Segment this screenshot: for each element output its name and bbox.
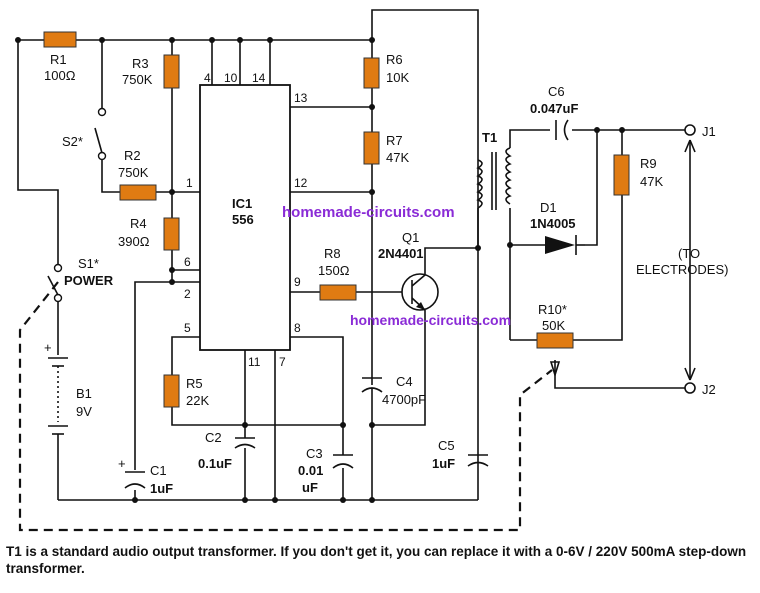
b1-value: 9V [76,404,92,419]
c4-value: 4700pF [382,392,426,407]
d1-label: D1 [540,200,557,215]
pin-12: 12 [294,176,308,190]
r8-label: R8 [324,246,341,261]
c6-label: C6 [548,84,565,99]
battery-plus: + [44,340,52,355]
r2-value: 750K [118,165,149,180]
r10-potentiometer [536,332,574,349]
pin-13: 13 [294,91,308,105]
c2-value: 0.1uF [198,456,232,471]
r10-value: 50K [542,318,565,333]
q1-label: Q1 [402,230,419,245]
pin-7: 7 [279,355,286,369]
s2-label: S2* [62,134,83,149]
ic1-label: IC1 [232,196,252,211]
watermark-bottom: homemade-circuits.com [350,312,511,328]
r4-resistor [163,217,180,251]
c3-value-a: 0.01 [298,463,323,478]
c5-label: C5 [438,438,455,453]
footnote-text: T1 is a standard audio output transforme… [6,544,747,576]
d1-type: 1N4005 [530,216,576,231]
r3-value: 750K [122,72,153,87]
r9-value: 47K [640,174,663,189]
c1-capacitor [124,471,146,489]
j2-terminal [684,382,696,394]
electrodes-label-line2: ELECTRODES) [636,262,728,277]
r5-label: R5 [186,376,203,391]
t1-transformer [476,147,512,248]
s1-description: POWER [64,273,114,288]
s2-switch [94,107,107,161]
c2-label: C2 [205,430,222,445]
junction-dots [15,37,625,503]
c6-capacitor [555,119,569,141]
r3-label: R3 [132,56,149,71]
r10-label: R10* [538,302,567,317]
r7-value: 47K [386,150,409,165]
pin-11: 11 [248,355,261,369]
b1-label: B1 [76,386,92,401]
r6-resistor [363,57,380,89]
r4-label: R4 [130,216,147,231]
watermark-top: homemade-circuits.com [282,204,455,221]
r5-resistor [163,374,180,408]
r5-value: 22K [186,393,209,408]
r8-resistor [319,284,357,301]
pin-9: 9 [294,275,301,289]
pin-1: 1 [186,176,193,190]
r1-resistor [43,31,77,48]
c4-capacitor [361,377,383,400]
j2-label: J2 [702,382,716,397]
r8-value: 150Ω [318,263,350,278]
ic1-chip [199,84,291,351]
pin-14: 14 [252,71,266,85]
r9-resistor [613,154,630,196]
r7-label: R7 [386,133,403,148]
pin-6: 6 [184,255,191,269]
s1-switch [47,263,63,303]
q1-type: 2N4401 [378,246,424,261]
c4-label: C4 [396,374,413,389]
c2-capacitor [234,437,256,449]
c3-label: C3 [306,446,323,461]
wires [17,9,696,532]
pin-2: 2 [184,287,191,301]
b1-battery [48,357,68,440]
s1-label: S1* [78,256,99,271]
c5-value: 1uF [432,456,455,471]
r2-resistor [119,184,157,201]
pin-10: 10 [224,71,238,85]
j1-terminal [684,124,696,136]
pin-8: 8 [294,321,301,335]
c6-value: 0.047uF [530,101,578,116]
t1-label: T1 [482,130,497,145]
r1-label: R1 [50,52,67,67]
c5-capacitor [467,454,489,467]
r6-label: R6 [386,52,403,67]
pin-5: 5 [184,321,191,335]
r6-value: 10K [386,70,409,85]
j1-label: J1 [702,124,716,139]
r1-value: 100Ω [44,68,76,83]
r3-resistor [163,54,180,89]
c1-value: 1uF [150,481,173,496]
d1-diode [545,235,585,255]
electrodes-label-line1: (TO [678,246,700,261]
q1-transistor [401,273,439,311]
pin-4: 4 [204,71,211,85]
c3-capacitor [332,454,354,469]
r4-value: 390Ω [118,234,150,249]
c1-label: C1 [150,463,167,478]
r2-label: R2 [124,148,141,163]
ic1-type: 556 [232,212,254,227]
r9-label: R9 [640,156,657,171]
c1-plus: + [118,456,126,471]
r7-resistor [363,131,380,165]
c3-value-b: uF [302,480,318,495]
